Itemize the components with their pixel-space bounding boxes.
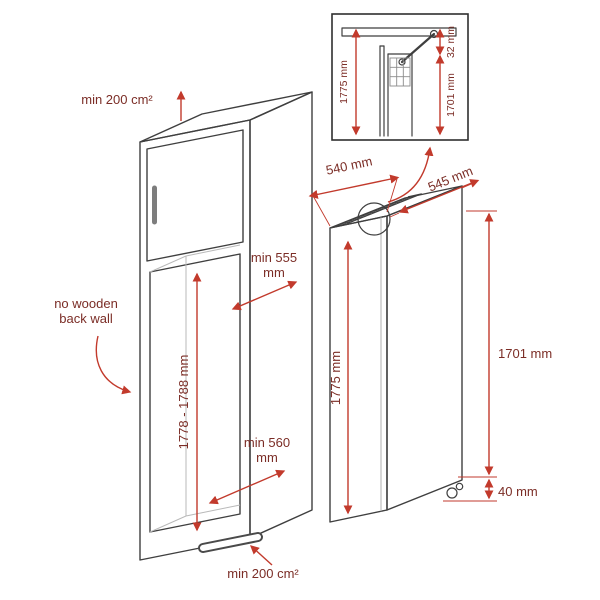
fridge-feet (446, 482, 464, 499)
front-height-label: 1775 mm (328, 351, 343, 405)
cabinet-front-face (139, 119, 251, 561)
fridge-drawing (329, 185, 464, 523)
fridge-dimensions: 540 mm 545 mm 1775 mm 1701 mm 40 mm (308, 153, 552, 515)
fridge-wall-section (387, 53, 413, 137)
hinge-detail-circle (357, 202, 391, 236)
niche-depth-bottom-label-1: min 560 (244, 435, 290, 450)
depth-arrow (398, 179, 480, 214)
niche-depth-top-label-2: mm (263, 265, 285, 280)
niche-height-label: 1778 - 1788 mm (176, 355, 191, 450)
detail-callout-arrow (387, 146, 434, 203)
hinge-detail-inset: 1775 mm 1701 mm 32 mm (331, 13, 469, 203)
depth-label: 545 mm (426, 163, 475, 195)
cabinet-drawing (139, 91, 313, 561)
niche-depth-top-label-1: min 555 (251, 250, 297, 265)
inset-hinge-clearance-label: 32 mm (445, 26, 457, 58)
niche-depth-bottom-arrow (208, 469, 286, 505)
fridge-side-face (386, 185, 463, 511)
cabinet-dimensions: min 200 cm² 1778 - 1788 mm min 555 mm mi… (54, 90, 299, 581)
niche-depth-bottom-label-2: mm (256, 450, 278, 465)
bottom-vent-label: min 200 cm² (227, 566, 299, 581)
plinth-vent-slot (198, 532, 263, 553)
door-section (379, 45, 385, 137)
niche-opening (149, 253, 241, 533)
inset-side-height-label: 1701 mm (445, 73, 457, 117)
base-clearance-label: 40 mm (498, 484, 538, 499)
width-arrow (308, 174, 400, 199)
cabinet-top-face (139, 91, 313, 143)
top-vent-label: min 200 cm² (81, 92, 153, 107)
side-height-label: 1701 mm (498, 346, 552, 361)
back-wall-note-line2: back wall (59, 311, 113, 326)
fridge-front-face (329, 215, 388, 523)
width-label: 540 mm (325, 153, 374, 177)
back-wall-note-line1: no wooden (54, 296, 118, 311)
cabinet-side-face (249, 91, 313, 539)
upper-door-panel (146, 129, 244, 262)
cabinet-top-panel (341, 27, 457, 37)
top-grille (332, 193, 422, 228)
bottom-vent-arrow (249, 545, 273, 566)
back-wall-note-arrow (95, 335, 132, 395)
niche-interior-lines (149, 244, 241, 533)
inset-front-height-label: 1775 mm (338, 60, 350, 104)
niche-depth-top-arrow (231, 280, 298, 311)
